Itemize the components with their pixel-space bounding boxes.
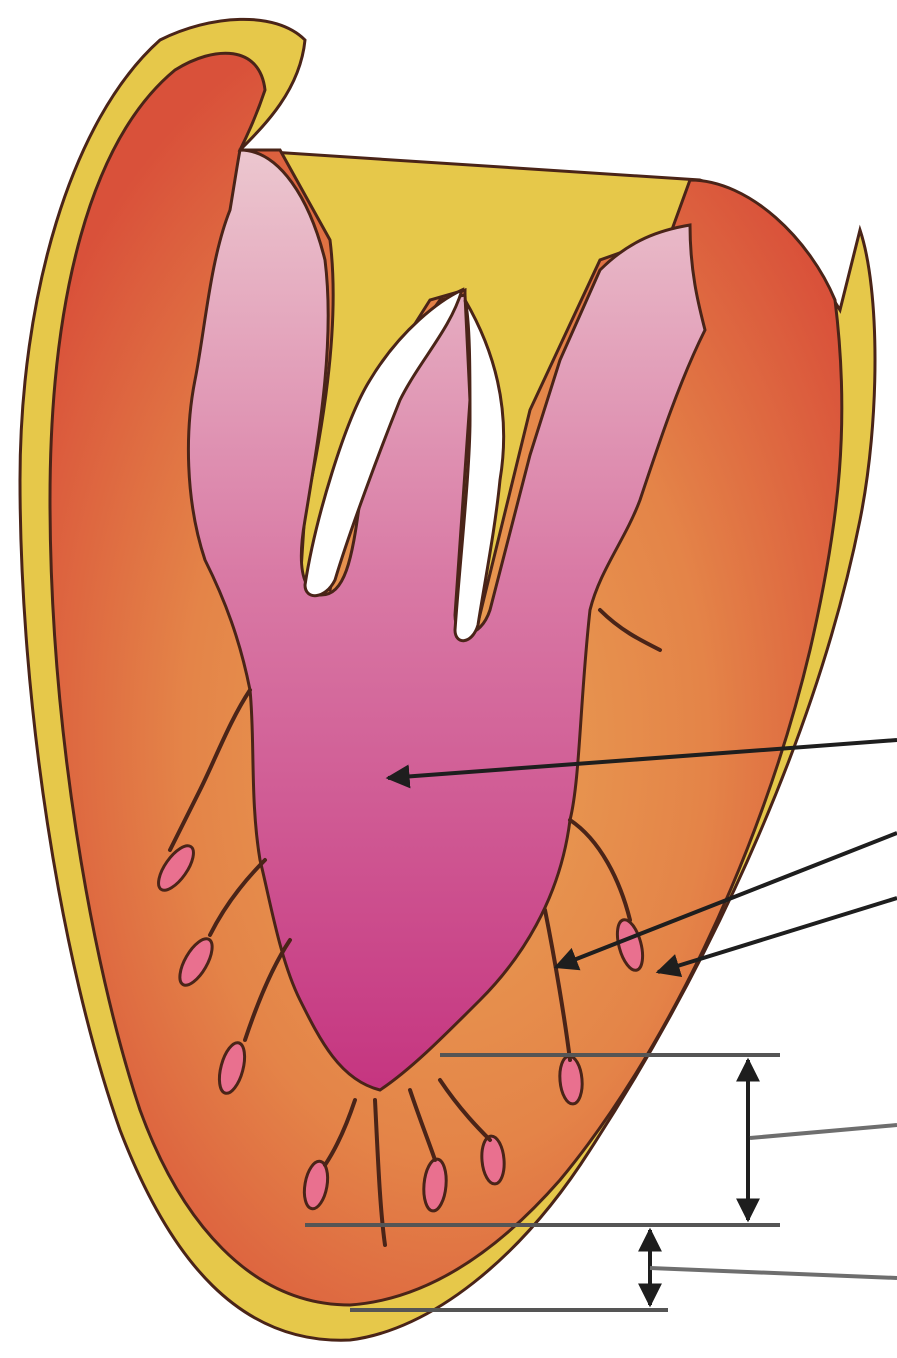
leader-trabecular-layer bbox=[750, 1125, 897, 1138]
leader-compact-layer bbox=[650, 1268, 897, 1278]
